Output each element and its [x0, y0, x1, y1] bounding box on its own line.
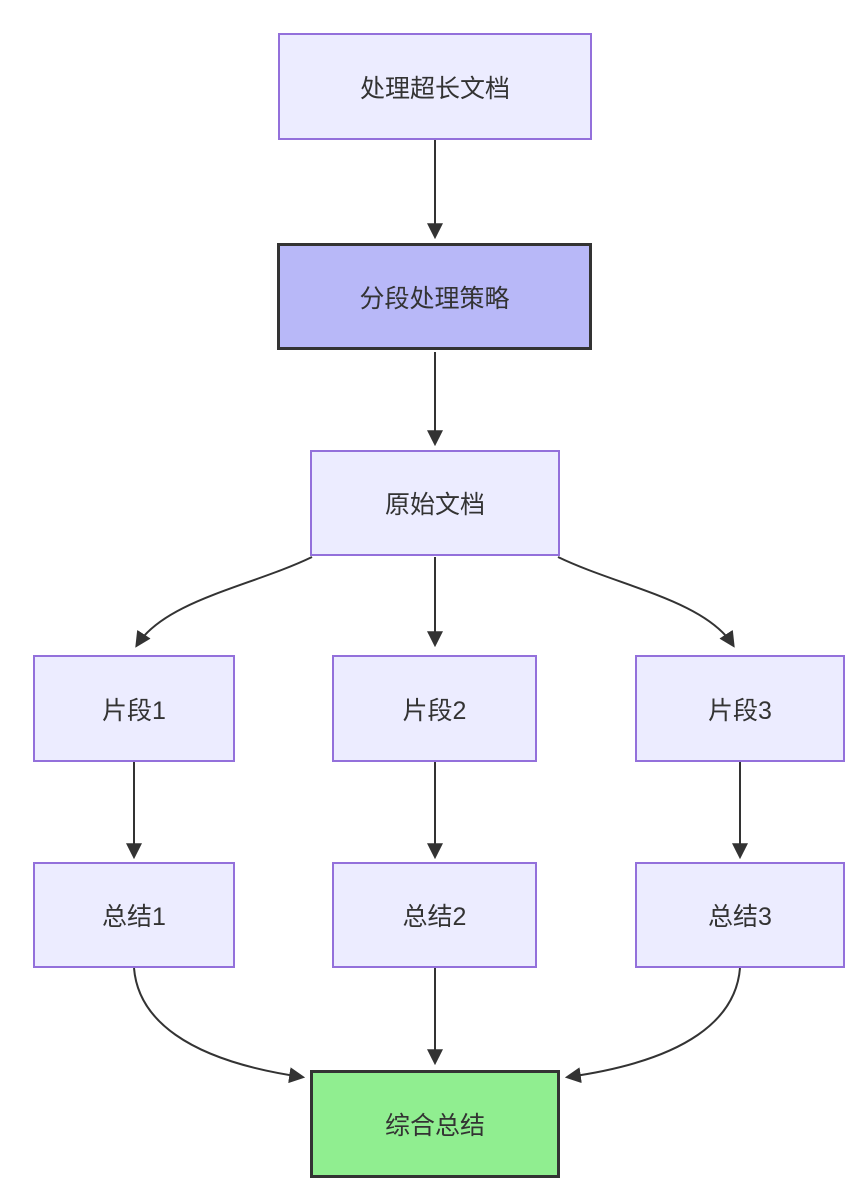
node-label: 片段2 [402, 696, 467, 725]
node-label: 片段1 [102, 696, 166, 725]
edge-c-to-d1 [135, 556, 313, 648]
node-label: 总结3 [708, 903, 772, 931]
node-label: 原始文档 [384, 491, 485, 519]
node-label: 处理超长文档 [359, 74, 510, 103]
node-label: 片段3 [708, 696, 772, 725]
node-handle-long-document: 处理超长文档 [278, 33, 592, 140]
node-label: 总结1 [102, 903, 166, 931]
node-summary-3: 总结3 [635, 862, 845, 968]
node-fragment-3: 片段3 [635, 655, 845, 762]
node-combined-summary: 综合总结 [310, 1070, 560, 1178]
node-label: 分段处理策略 [359, 284, 510, 313]
node-summary-1: 总结1 [33, 862, 235, 968]
edge-c-to-d3 [557, 556, 735, 648]
edge-e1-to-f [133, 967, 306, 1084]
node-summary-2: 总结2 [332, 862, 537, 968]
edge-e3-to-f [564, 967, 741, 1084]
node-fragment-2: 片段2 [332, 655, 537, 762]
node-fragment-1: 片段1 [33, 655, 235, 762]
node-segmentation-strategy: 分段处理策略 [277, 243, 592, 350]
node-label: 综合总结 [384, 1112, 485, 1140]
node-label: 总结2 [402, 903, 467, 931]
node-original-document: 原始文档 [310, 450, 560, 556]
